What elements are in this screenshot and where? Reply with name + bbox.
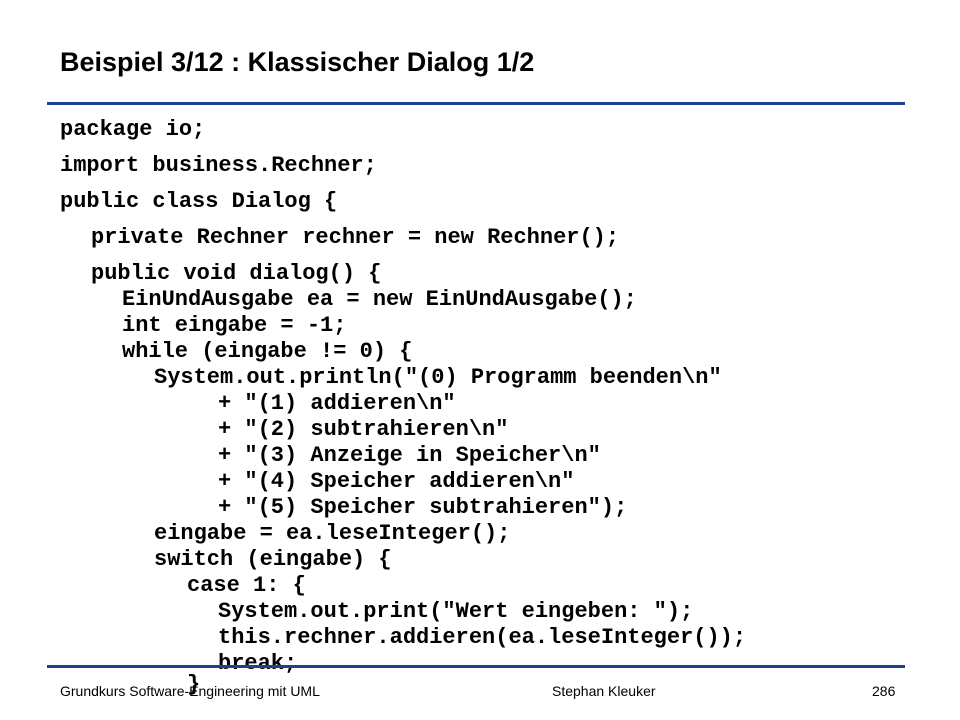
code-line: int eingabe = -1; [122,313,347,338]
code-line: public class Dialog { [60,189,338,214]
code-line: case 1: { [187,573,306,598]
page-number: 286 [872,683,896,699]
code-line: System.out.print("Wert eingeben: "); [218,599,694,624]
code-line: private Rechner rechner = new Rechner(); [91,225,620,250]
code-line: public void dialog() { [91,261,382,286]
code-line: + "(3) Anzeige in Speicher\n" [218,443,601,468]
slide-title: Beispiel 3/12 : Klassischer Dialog 1/2 [60,47,535,77]
code-line: switch (eingabe) { [154,547,392,572]
code-line: + "(1) addieren\n" [218,391,456,416]
code-line: System.out.println("(0) Programm beenden… [154,365,722,390]
code-line: eingabe = ea.leseInteger(); [154,521,511,546]
code-line: this.rechner.addieren(ea.leseInteger()); [218,625,747,650]
footer-divider [47,665,905,668]
code-line: while (eingabe != 0) { [122,339,413,364]
code-line: + "(4) Speicher addieren\n" [218,469,575,494]
footer-course-title: Grundkurs Software-Engineering mit UML [60,683,320,699]
code-line: } [187,672,201,697]
code-line: break; [218,651,298,676]
code-line: + "(5) Speicher subtrahieren"); [218,495,628,520]
title-divider [47,102,905,105]
code-line: EinUndAusgabe ea = new EinUndAusgabe(); [122,287,637,312]
code-line: package io; [60,117,206,142]
code-line: + "(2) subtrahieren\n" [218,417,509,442]
footer-author: Stephan Kleuker [552,683,656,699]
code-line: import business.Rechner; [60,153,377,178]
